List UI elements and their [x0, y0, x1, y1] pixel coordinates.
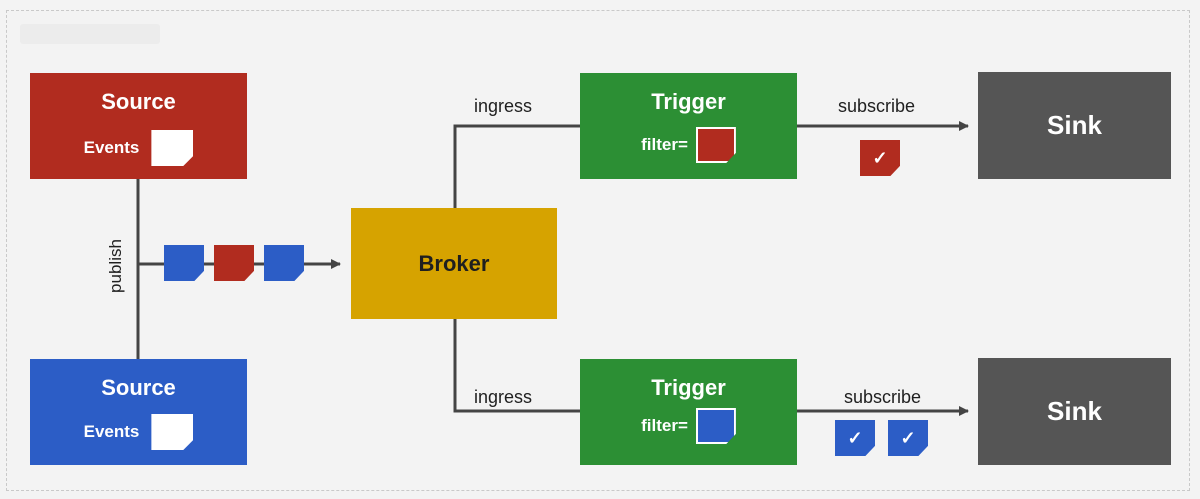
event-document-icon — [151, 414, 194, 450]
trigger-top-title: Trigger — [651, 89, 726, 114]
filter-blue-document-icon — [695, 408, 736, 444]
ingress-bottom-label: ingress — [474, 387, 533, 407]
event-red — [214, 245, 254, 281]
source-red-node[interactable]: Source Events — [30, 73, 247, 179]
source-blue-node[interactable]: Source Events — [30, 359, 247, 465]
source-red-title: Source — [101, 89, 176, 114]
subscribe-top-label: subscribe — [838, 96, 916, 116]
delivered-blue-check-icon: ✓ — [835, 420, 875, 456]
event-blue — [264, 245, 304, 281]
trigger-bottom-node[interactable]: Trigger filter= — [580, 359, 797, 465]
sink-bottom-node[interactable]: Sink — [978, 358, 1171, 465]
trigger-top-filter-label: filter= — [641, 135, 688, 154]
sink-top-node[interactable]: Sink — [978, 72, 1171, 179]
faded-header-placeholder — [20, 24, 160, 44]
broker-title: Broker — [418, 251, 490, 276]
publish-label: publish — [106, 239, 125, 293]
source-red-events-label: Events — [83, 138, 140, 157]
ingress-top-label: ingress — [474, 96, 533, 116]
filter-red-document-icon — [695, 127, 736, 163]
subscribe-bottom-label: subscribe — [844, 387, 922, 407]
sink-bottom-title: Sink — [1047, 396, 1102, 426]
source-blue-events-label: Events — [83, 422, 140, 441]
source-blue-title: Source — [101, 375, 176, 400]
ingress-top-line — [453, 124, 580, 208]
dashed-frame — [6, 10, 1190, 491]
broker-node[interactable]: Broker — [351, 208, 557, 319]
delivered-red-check-icon: ✓ — [860, 140, 900, 176]
sink-top-title: Sink — [1047, 110, 1102, 140]
trigger-bottom-filter-label: filter= — [641, 416, 688, 435]
delivered-blue-check-icon: ✓ — [888, 420, 928, 456]
trigger-bottom-title: Trigger — [651, 375, 726, 400]
event-blue — [164, 245, 204, 281]
event-document-icon — [151, 130, 194, 166]
trigger-top-node[interactable]: Trigger filter= — [580, 73, 797, 179]
ingress-bottom-line — [453, 319, 580, 413]
